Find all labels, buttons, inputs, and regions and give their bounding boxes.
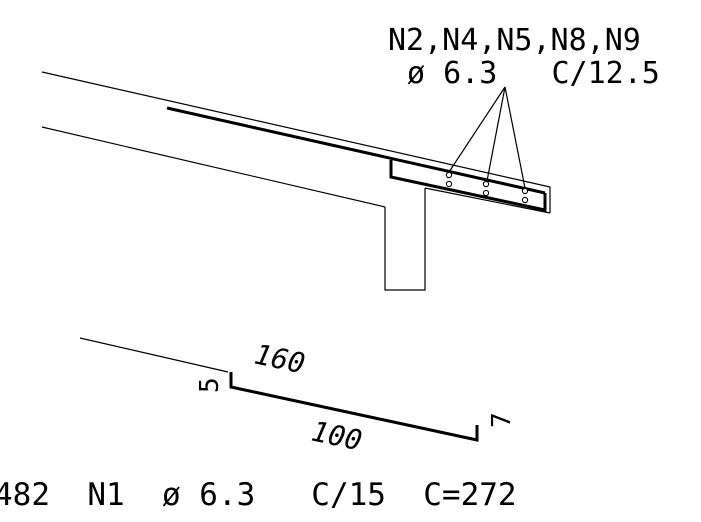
concrete-section: [41, 71, 551, 291]
top-rebar-section: [166, 106, 546, 195]
bar-schedule-spec: 482 N1 ø 6.3 C/15 C=272: [0, 477, 517, 513]
bottom-length-label: 100: [309, 415, 365, 458]
rebar-circle: [445, 171, 453, 179]
bar-bending-detail: 160 100 5 7: [79, 337, 517, 458]
bent-bar-shape: [229, 372, 479, 442]
stirrup-bar-section: [389, 160, 547, 212]
leader-line: [504, 86, 526, 189]
right-hook-label: 7: [487, 412, 517, 428]
slab-bottom-edge: [41, 126, 386, 208]
callout-leaders: [448, 86, 526, 189]
callout-bar-marks: N2,N4,N5,N8,N9: [388, 23, 641, 58]
beam-web: [384, 188, 426, 291]
reference-line: [79, 337, 229, 373]
leader-line: [486, 86, 506, 182]
slab-underside-cantilever: [424, 187, 551, 214]
rebar-circle: [521, 187, 529, 195]
left-hook-label: 5: [195, 377, 225, 393]
section-reinforcement: [166, 106, 547, 212]
rebar-circle: [445, 180, 453, 188]
top-length-label: 160: [252, 338, 308, 381]
rebar-circle: [482, 189, 490, 197]
rebar-circle: [521, 196, 529, 204]
rebar-circle: [482, 180, 490, 188]
slab-top-edge: [41, 71, 551, 188]
callout-bar-spec: ø 6.3 C/12.5: [407, 56, 660, 91]
leader-line: [448, 86, 506, 173]
